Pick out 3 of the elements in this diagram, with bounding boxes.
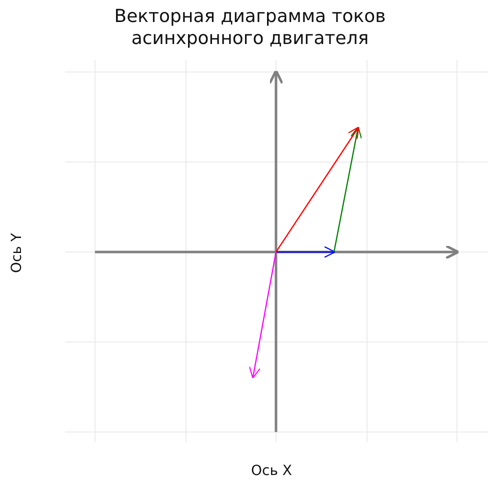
axis-label: Ось Y [9, 233, 25, 273]
axis-label: Ось X [251, 463, 292, 479]
chart-title: Векторная диаграмма токов асинхронного двигателя [113, 6, 387, 50]
